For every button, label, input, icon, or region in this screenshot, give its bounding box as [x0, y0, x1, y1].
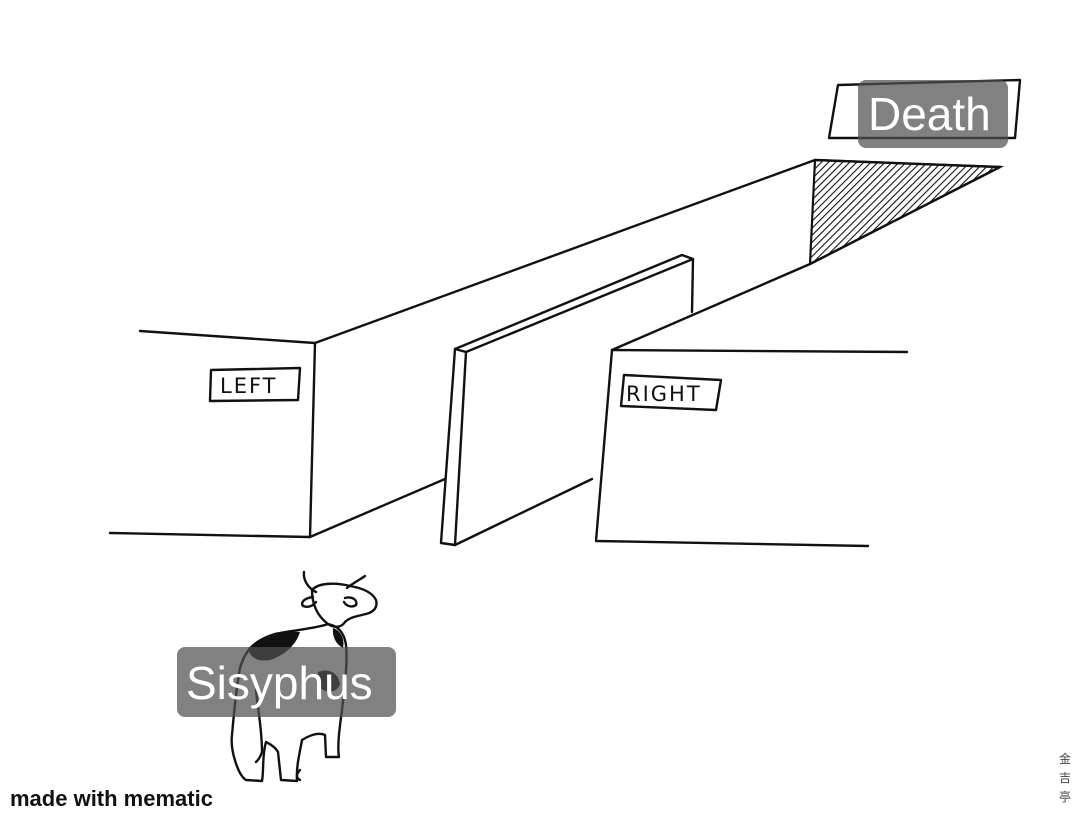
dark-corridor-end: [808, 158, 1005, 266]
right-sign: RIGHT: [619, 373, 723, 412]
right-wall: [594, 165, 1002, 548]
artist-signature: 金吉亭: [1058, 752, 1071, 804]
sisyphus-caption: Sisyphus: [177, 647, 396, 717]
left-sign-label: LEFT: [220, 374, 278, 398]
death-caption: Death: [858, 80, 1008, 148]
mematic-watermark: made with mematic: [10, 786, 213, 811]
right-sign-label: RIGHT: [626, 382, 702, 406]
left-sign: LEFT: [208, 366, 302, 403]
middle-divider-panel: [439, 253, 695, 547]
